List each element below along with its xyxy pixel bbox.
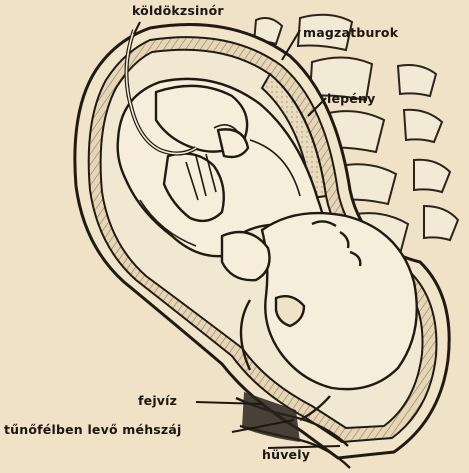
label-fejviz: fejvíz [138, 395, 177, 408]
label-huvely: hüvely [262, 449, 310, 462]
label-lepeny: lepény [327, 93, 375, 106]
label-mehszaj: tűnőfélben levő méhszáj [4, 424, 182, 437]
label-magzatburok: magzatburok [303, 27, 398, 40]
label-koldokzsinor: köldökzsinór [132, 5, 224, 18]
